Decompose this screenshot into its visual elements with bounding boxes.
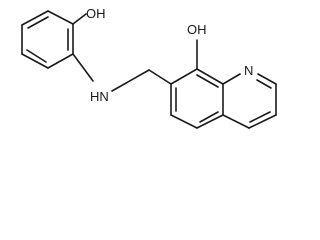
quinolinol-hydroxyl: OH: [187, 22, 207, 70]
phenol-hydroxyl: OH: [72, 6, 106, 25]
amine-nh-label: HN: [90, 89, 109, 104]
quinoline-carbocycle: [148, 68, 224, 129]
phenol-ring: [21, 10, 74, 69]
quinolinol-oh-label: OH: [187, 22, 207, 37]
ring-nitrogen-label: N: [244, 63, 253, 78]
pyridine-ring: N: [222, 63, 277, 129]
phenol-oh-label: OH: [86, 6, 106, 21]
amine-linker: HN: [72, 53, 150, 104]
chemical-structure-diagram: OH HN OH N: [21, 6, 277, 129]
